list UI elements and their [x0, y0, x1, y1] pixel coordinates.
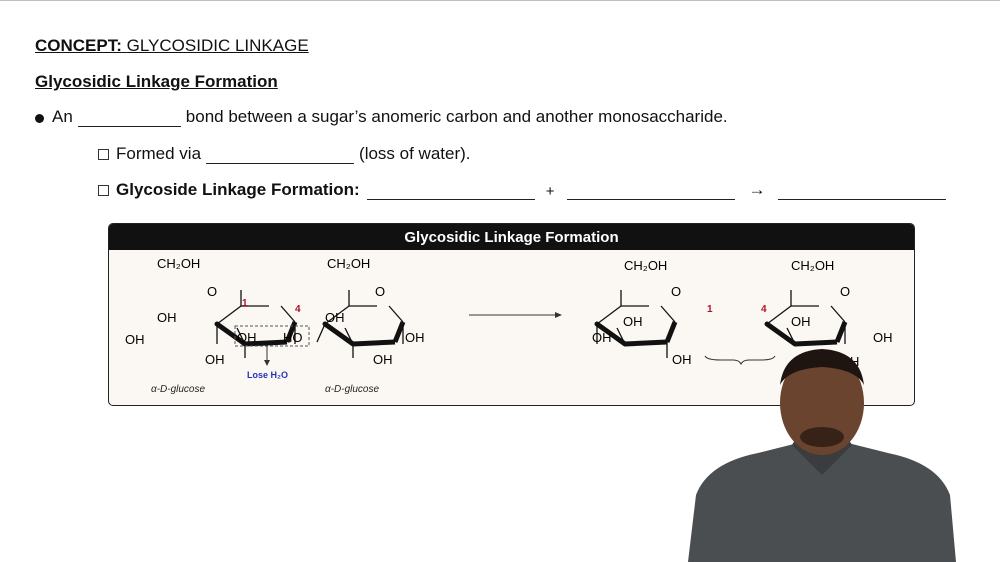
concept-prefix: CONCEPT:	[35, 36, 122, 55]
fill-in-blank	[778, 185, 947, 200]
oh-label: OH	[157, 310, 177, 325]
presenter-video	[688, 349, 956, 562]
glucose-label: α-D-glucose	[325, 384, 379, 395]
brace-icon	[704, 355, 776, 366]
ring-oxygen-label: O	[840, 284, 850, 299]
concept-topic: GLYCOSIDIC LINKAGE	[126, 36, 309, 55]
diagram-panel: Glycosidic Linkage Formation CH₂OH O 1	[108, 223, 915, 406]
arrow-right-icon	[555, 312, 562, 318]
ring-oxygen-label: O	[671, 284, 681, 299]
fill-in-blank	[567, 185, 736, 200]
bullet-text-after: bond between a sugar’s anomeric carbon a…	[185, 107, 728, 126]
oh-label: OH	[205, 352, 225, 367]
point-formed-via: Formed via (loss of water).	[98, 144, 471, 164]
bullet-definition: An bond between a sugar’s anomeric carbo…	[35, 107, 728, 127]
ho-label: HO	[283, 330, 303, 345]
point2-label: Glycoside Linkage Formation:	[116, 180, 360, 199]
ch2oh-label: CH₂OH	[624, 258, 667, 273]
oh-label: OH	[592, 330, 612, 345]
ch2oh-label: CH₂OH	[791, 258, 834, 273]
bullet-text-before: An	[52, 107, 73, 126]
carbon-1-label: 1	[242, 298, 248, 309]
presenter-shirt	[688, 443, 956, 562]
oh-label: OH	[325, 310, 345, 325]
point1-text-before: Formed via	[116, 144, 202, 163]
presenter-head	[780, 351, 864, 455]
carbon-4-label: 4	[761, 304, 767, 315]
ring-oxygen-label: O	[207, 284, 217, 299]
fill-in-blank	[206, 149, 355, 164]
fill-in-blank	[77, 112, 181, 127]
h-label: H	[850, 354, 859, 369]
bullet-icon	[35, 114, 44, 123]
lose-water-label: Lose H₂O	[247, 370, 288, 380]
carbon-4-label: 4	[295, 304, 301, 315]
checkbox-square-icon	[98, 149, 109, 160]
ring-oxygen-label: O	[375, 284, 385, 299]
glucose-label: α-D-glucose	[151, 384, 205, 395]
oh-label: OH	[373, 352, 393, 367]
carbon-1-label: 1	[707, 304, 713, 315]
checkbox-square-icon	[98, 185, 109, 196]
top-divider	[0, 0, 1000, 1]
oh-label: OH	[623, 314, 643, 329]
oh-label: OH	[125, 332, 145, 347]
ch2oh-label: CH₂OH	[157, 256, 200, 271]
oh-label: OH	[873, 330, 893, 345]
diagram-title: Glycosidic Linkage Formation	[109, 224, 914, 250]
oh-label: OH	[237, 330, 257, 345]
oh-label: OH	[405, 330, 425, 345]
glycosidic-linkage-diagram: CH₂OH O 1 OH OH OH OH Lose H₂O α-D-gluco…	[125, 256, 893, 395]
concept-heading: CONCEPT: GLYCOSIDIC LINKAGE	[35, 36, 309, 56]
section-title: Glycosidic Linkage Formation	[35, 72, 278, 91]
plus-sign: +	[545, 183, 555, 200]
point-linkage-formation: Glycoside Linkage Formation: + →	[98, 180, 951, 200]
arrow-down-icon	[264, 360, 270, 366]
ch2oh-label: CH₂OH	[327, 256, 370, 271]
fill-in-blank	[366, 185, 535, 200]
oh-label: OH	[672, 352, 692, 367]
point1-text-after: (loss of water).	[359, 144, 471, 163]
oh-label: OH	[791, 314, 811, 329]
water-loss-box	[234, 325, 310, 347]
arrow-right-icon: →	[748, 180, 766, 199]
